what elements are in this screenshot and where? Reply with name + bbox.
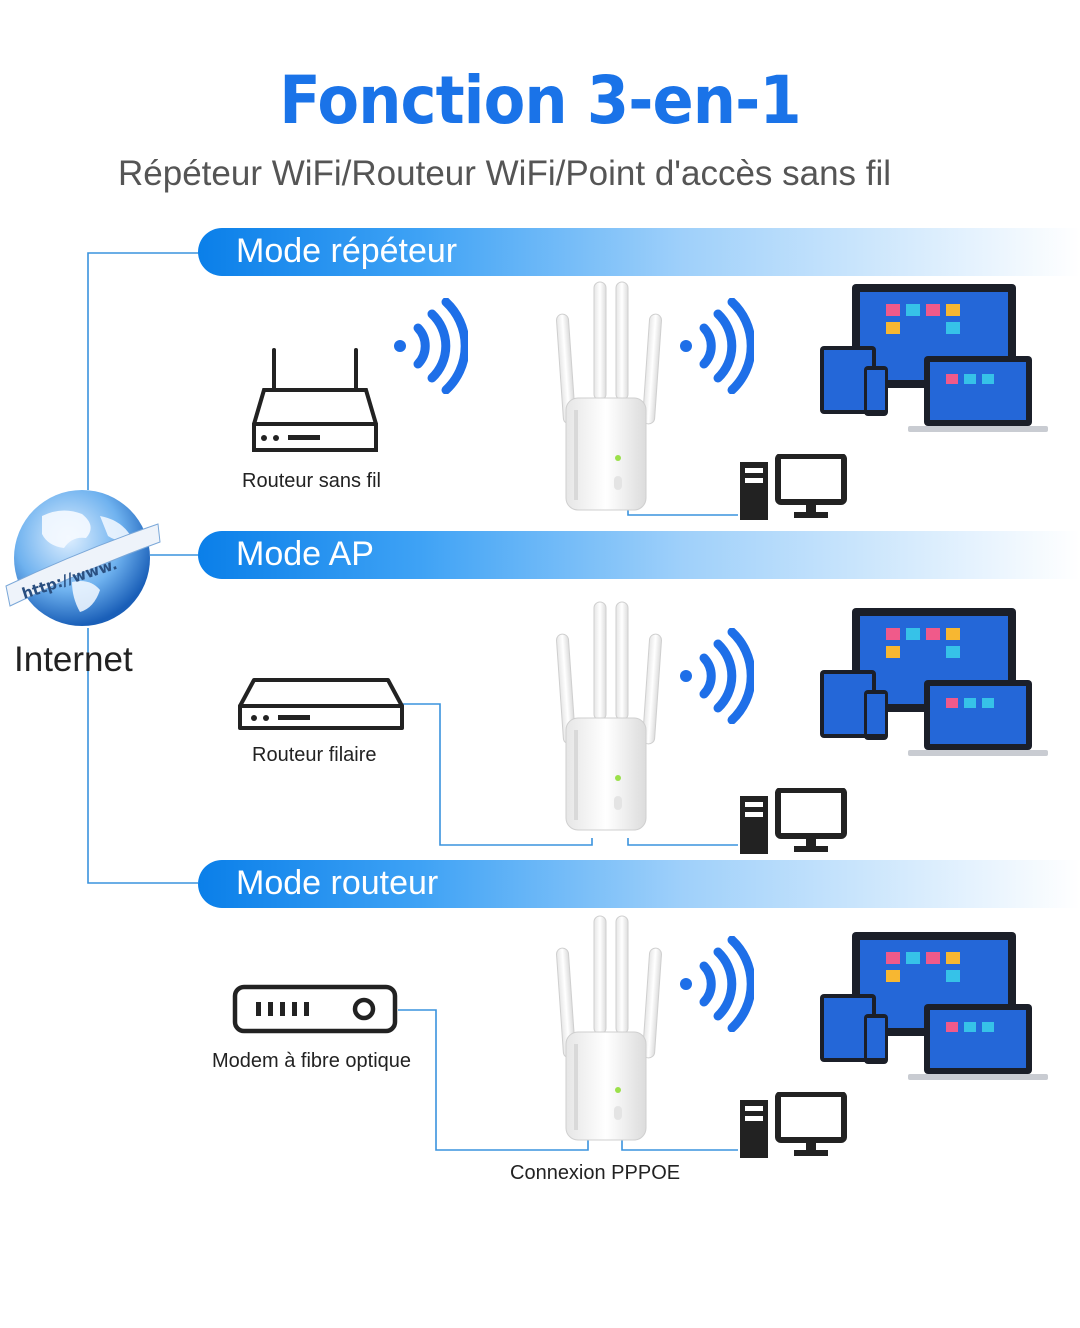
wifi-signal-icon bbox=[680, 298, 754, 394]
source-label-repeater: Routeur sans fil bbox=[242, 470, 381, 492]
wifi-signal-icon bbox=[394, 298, 468, 394]
globe-icon: http://www. bbox=[5, 490, 161, 626]
banner-mode-repeater-title: Mode répéteur bbox=[236, 232, 458, 270]
devices-cluster bbox=[820, 284, 1048, 432]
desktop-pc-icon bbox=[740, 788, 847, 854]
banner-mode-router-title: Mode routeur bbox=[236, 864, 439, 902]
banner-mode-ap: Mode AP bbox=[198, 531, 1080, 579]
wifi-signal-icon bbox=[680, 628, 754, 724]
internet-label: Internet bbox=[14, 640, 133, 679]
devices-cluster bbox=[820, 932, 1048, 1080]
source-label-router: Modem à fibre optique bbox=[212, 1050, 412, 1072]
fiber-modem-icon bbox=[232, 984, 398, 1034]
page-title: Fonction 3-en-1 bbox=[279, 62, 801, 139]
banner-mode-repeater: Mode répéteur bbox=[198, 228, 1080, 276]
page-subtitle: Répéteur WiFi/Routeur WiFi/Point d'accès… bbox=[118, 154, 892, 193]
connection-label-pppoe: Connexion PPPOE bbox=[510, 1162, 681, 1184]
wireless-router-icon bbox=[252, 348, 378, 452]
banner-mode-router: Mode routeur bbox=[198, 860, 1080, 908]
desktop-pc-icon bbox=[740, 1092, 847, 1158]
wifi-extender-device bbox=[556, 601, 662, 831]
source-label-ap: Routeur filaire bbox=[252, 744, 377, 766]
wifi-extender-device bbox=[556, 281, 662, 511]
devices-cluster bbox=[820, 608, 1048, 756]
desktop-pc-icon bbox=[740, 454, 847, 520]
wifi-extender-device bbox=[556, 915, 662, 1141]
wired-router-icon bbox=[238, 678, 404, 730]
banner-mode-ap-title: Mode AP bbox=[236, 535, 374, 573]
wifi-signal-icon bbox=[680, 936, 754, 1032]
